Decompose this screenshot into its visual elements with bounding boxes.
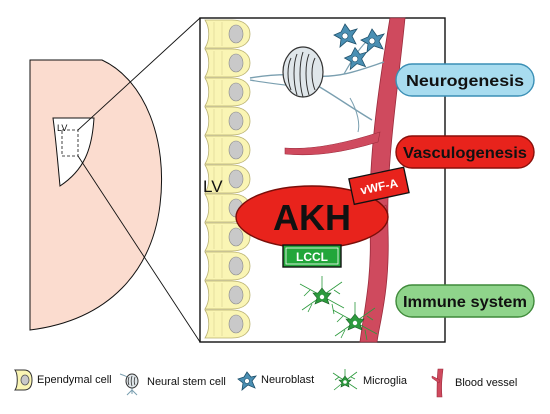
microglia-cluster xyxy=(299,276,378,341)
ependymal-cell-icon xyxy=(14,369,33,391)
vessel-branch xyxy=(284,131,381,156)
legend-item-neuroblast: Neuroblast xyxy=(236,368,314,392)
akh-label: AKH xyxy=(273,197,351,238)
microglia-icon xyxy=(332,369,358,391)
ependymal-cell xyxy=(204,251,251,281)
zoom-region-box xyxy=(61,129,79,157)
small-ventricle xyxy=(52,117,95,187)
legend-item-ependymal-cell: Ependymal cell xyxy=(12,368,112,392)
outcome-vasculogenesis: Vasculogenesis xyxy=(395,135,535,169)
small-lv-label: LV xyxy=(57,123,67,133)
brain-section xyxy=(29,59,163,331)
ependymal-cell xyxy=(204,77,251,107)
vwfa-domain: vWF-A xyxy=(348,166,410,206)
legend: Ependymal cell Neural stem cell Neurobla… xyxy=(0,360,550,410)
microglia-cell xyxy=(299,276,345,315)
ependymal-cell xyxy=(204,106,251,136)
outcome-immune-system-label: Immune system xyxy=(403,294,527,311)
legend-label: Microglia xyxy=(363,375,408,387)
neural-stem-cell xyxy=(249,41,385,133)
legend-item-microglia: Microglia xyxy=(330,368,407,394)
legend-label: Neuroblast xyxy=(261,374,315,386)
ependymal-cell xyxy=(204,164,251,194)
ependymal-cell xyxy=(204,309,251,339)
microglia-cell xyxy=(332,302,378,341)
legend-label: Blood vessel xyxy=(455,377,518,389)
ependymal-cell xyxy=(204,19,251,49)
ependymal-cell xyxy=(204,222,251,252)
legend-item-neural-stem-cell: Neural stem cell xyxy=(118,368,226,396)
outcome-vasculogenesis-label: Vasculogenesis xyxy=(403,145,527,162)
ependymal-cell xyxy=(204,280,251,310)
lccl-domain xyxy=(282,244,342,268)
lccl-label: LCCL xyxy=(296,250,328,264)
neuroblast-icon xyxy=(237,371,257,391)
legend-item-blood-vessel: Blood vessel xyxy=(430,368,517,398)
lv-label: LV xyxy=(203,177,223,196)
legend-label: Neural stem cell xyxy=(147,376,226,388)
blood-vessel-icon xyxy=(431,368,444,398)
ependymal-cell xyxy=(204,48,251,78)
ependymal-layer xyxy=(204,19,251,339)
ependymal-cell xyxy=(204,135,251,165)
neuroblast-cell xyxy=(343,46,368,71)
zoom-line-bottom xyxy=(77,155,201,343)
outcome-immune-system: Immune system xyxy=(395,284,535,318)
outcome-neurogenesis: Neurogenesis xyxy=(395,63,535,97)
outcome-neurogenesis-label: Neurogenesis xyxy=(406,73,524,90)
neuroblast-cell xyxy=(333,23,358,48)
neuroblast-cluster xyxy=(333,23,385,71)
zoom-line-top xyxy=(77,17,201,131)
neuroblast-cell xyxy=(360,28,385,53)
neural-stem-cell-icon xyxy=(119,373,139,396)
legend-label: Ependymal cell xyxy=(37,374,112,386)
